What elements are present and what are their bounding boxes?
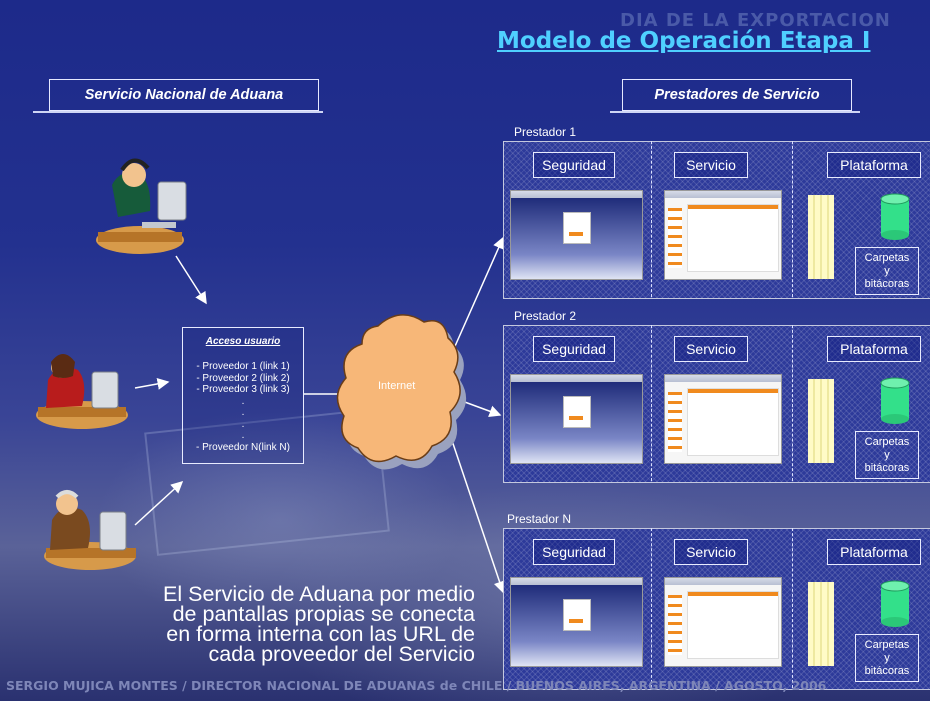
column-divider <box>792 528 793 688</box>
caption-line: El Servicio de Aduana por medio <box>163 582 475 606</box>
servicio-screenshot-thumbnail <box>664 577 782 667</box>
plataforma-server-rack <box>808 195 834 279</box>
list-ellipsis: . <box>241 395 245 407</box>
caption-line: en forma interna con las URL de <box>166 622 475 646</box>
storage-label: Carpetas y bitácoras <box>855 634 919 682</box>
user-woman-icon <box>36 354 128 429</box>
right-section-label: Prestadores de Servicio <box>622 79 852 111</box>
provider-link-list: - Proveedor 1 (link 1) - Proveedor 2 (li… <box>183 361 303 453</box>
column-header-servicio: Servicio <box>674 539 748 565</box>
caption-line: cada proveedor del Servicio <box>208 642 475 666</box>
provider-link[interactable]: - Proveedor 2 (link 2) <box>196 372 290 384</box>
storage-label-line: bitácoras <box>864 664 910 677</box>
column-header-servicio: Servicio <box>674 336 748 362</box>
storage-label-line: Carpetas <box>864 435 910 448</box>
column-divider <box>651 141 652 297</box>
storage-label-line: Carpetas <box>864 251 910 264</box>
seguridad-screenshot-thumbnail <box>510 374 643 464</box>
caption-line: de pantallas propias se conecta <box>172 602 475 626</box>
servicio-screenshot-thumbnail <box>664 190 782 280</box>
user-headset-icon <box>96 158 187 254</box>
internet-label: Internet <box>378 380 416 392</box>
prestador-label: Prestador N <box>507 512 572 526</box>
background-caption: DIA DE LA EXPORTACION <box>620 10 891 31</box>
provider-link[interactable]: - Proveedor 3 (link 3) <box>196 384 290 395</box>
internet-cloud-icon <box>336 314 467 470</box>
footer-credit: SERGIO MUJICA MONTES / DIRECTOR NACIONAL… <box>6 678 827 693</box>
storage-label-line: Carpetas <box>864 638 910 651</box>
seguridad-screenshot-thumbnail <box>510 190 643 280</box>
column-header-plataforma: Plataforma <box>827 539 921 565</box>
storage-label-line: y <box>884 264 890 277</box>
database-cylinder-icon <box>880 580 910 627</box>
servicio-screenshot-thumbnail <box>664 374 782 464</box>
column-header-plataforma: Plataforma <box>827 152 921 178</box>
provider-link[interactable]: - Proveedor 1 (link 1) <box>196 361 290 372</box>
right-rule <box>610 111 860 113</box>
column-divider <box>651 325 652 481</box>
acceso-usuario-panel: Acceso usuario - Proveedor 1 (link 1) - … <box>182 327 304 464</box>
list-ellipsis: . <box>241 430 245 441</box>
seguridad-screenshot-thumbnail <box>510 577 643 667</box>
left-section-label: Servicio Nacional de Aduana <box>49 79 319 111</box>
column-header-servicio: Servicio <box>674 152 748 178</box>
column-header-seguridad: Seguridad <box>533 539 615 565</box>
storage-label: Carpetas y bitácoras <box>855 431 919 479</box>
prestador-label: Prestador 1 <box>514 125 577 139</box>
column-divider <box>792 141 793 297</box>
user-elder-icon <box>44 490 136 570</box>
list-ellipsis: . <box>241 418 245 430</box>
bottom-caption: El Servicio de Aduana por medio de panta… <box>75 582 475 666</box>
storage-label-line: y <box>884 651 890 664</box>
database-cylinder-icon <box>880 193 910 240</box>
column-divider <box>651 528 652 688</box>
column-header-seguridad: Seguridad <box>533 152 615 178</box>
list-ellipsis: . <box>241 407 245 418</box>
prestador-label: Prestador 2 <box>514 309 577 323</box>
page-title: Modelo de Operación Etapa I <box>497 28 871 54</box>
storage-label-line: y <box>884 448 890 461</box>
column-header-plataforma: Plataforma <box>827 336 921 362</box>
storage-label-line: bitácoras <box>864 277 910 290</box>
database-cylinder-icon <box>880 377 910 424</box>
provider-link[interactable]: - Proveedor N(link N) <box>196 441 290 453</box>
column-header-seguridad: Seguridad <box>533 336 615 362</box>
plataforma-server-rack <box>808 582 834 666</box>
storage-label: Carpetas y bitácoras <box>855 247 919 295</box>
left-rule <box>33 111 323 113</box>
storage-label-line: bitácoras <box>864 461 910 474</box>
plataforma-server-rack <box>808 379 834 463</box>
acceso-title: Acceso usuario <box>205 336 281 347</box>
column-divider <box>792 325 793 481</box>
